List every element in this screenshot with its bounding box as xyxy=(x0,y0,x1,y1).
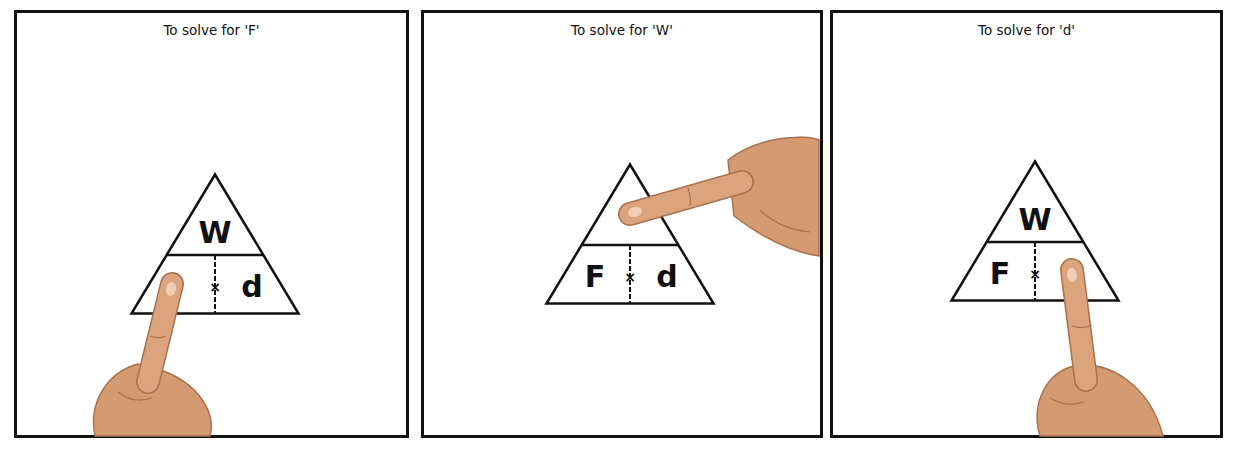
comic-panel: To solve for 'd' WF × xyxy=(830,10,1223,438)
formula-symbol: × xyxy=(1029,267,1041,281)
hand-panel-3 xyxy=(1037,267,1163,436)
hand-panel-2 xyxy=(627,137,819,256)
panel-title: To solve for 'F' xyxy=(17,22,406,38)
formula-symbol: × xyxy=(624,270,636,284)
formula-symbol: d xyxy=(241,272,262,302)
panel-title: To solve for 'd' xyxy=(833,22,1220,38)
formula-symbol: F xyxy=(990,259,1011,289)
formula-triangle: W × d xyxy=(130,173,300,315)
formula-triangle: F × d xyxy=(545,163,715,305)
hand-panel-1 xyxy=(94,281,212,436)
formula-symbol: F xyxy=(585,262,606,292)
formula-symbol: × xyxy=(209,280,221,294)
formula-symbol: W xyxy=(1018,205,1051,235)
formula-symbol: d xyxy=(656,262,677,292)
panel-title: To solve for 'W' xyxy=(424,22,820,38)
formula-symbol: W xyxy=(198,218,231,248)
comic-panel: To solve for 'F' W × d xyxy=(14,10,409,438)
formula-triangle: WF × xyxy=(950,160,1120,302)
